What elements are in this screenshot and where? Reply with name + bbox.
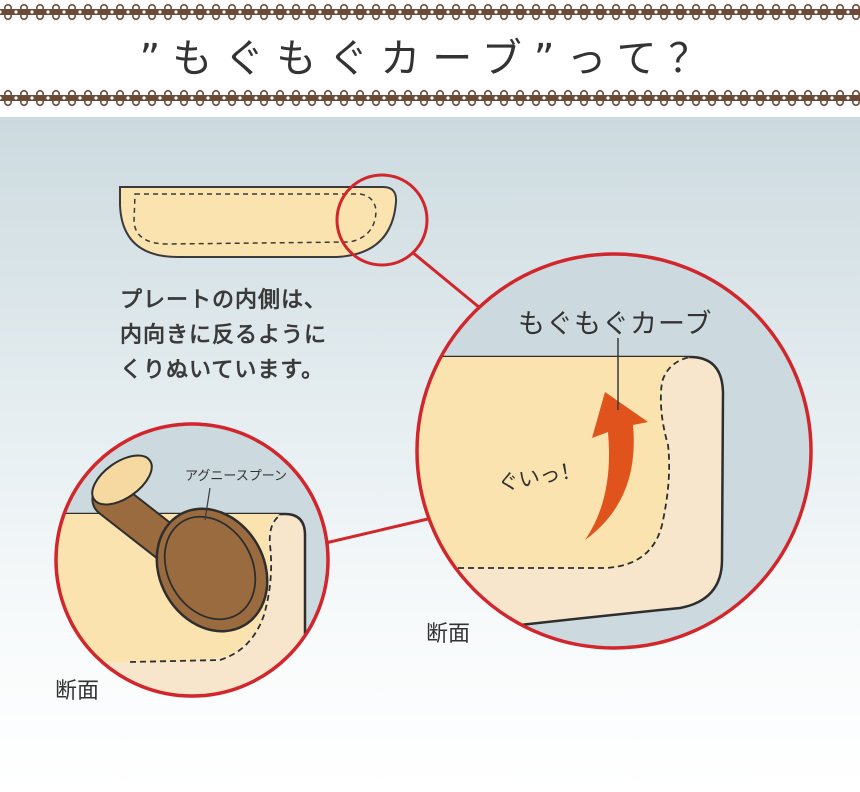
page-title: ”もぐもぐカーブ”って？: [139, 36, 721, 82]
zoom-circle-curve: [415, 252, 813, 650]
description-line-2: 内向きに反るように: [120, 323, 328, 348]
section-label-left: 断面: [55, 679, 100, 704]
plate-overview: [119, 186, 398, 258]
highlight-circle: [335, 173, 429, 267]
connector-line-bottom: [316, 516, 433, 547]
spoon-label-leader: [204, 487, 211, 521]
description-line-1: プレートの内側は、: [120, 288, 328, 313]
spoon-label: アグニースプーン: [185, 469, 288, 484]
lace-border-bottom: [0, 90, 860, 106]
description-text: プレートの内側は、 内向きに反るように くりぬいています。: [120, 283, 370, 388]
curve-arrow: [585, 392, 648, 540]
curve-label: もぐもぐカーブ: [518, 309, 713, 340]
spoon: [91, 454, 269, 633]
section-label-right: 断面: [426, 622, 471, 647]
description-line-3: くりぬいています。: [120, 358, 325, 383]
connector-line-top: [411, 250, 481, 310]
lace-border-top: [0, 4, 860, 20]
